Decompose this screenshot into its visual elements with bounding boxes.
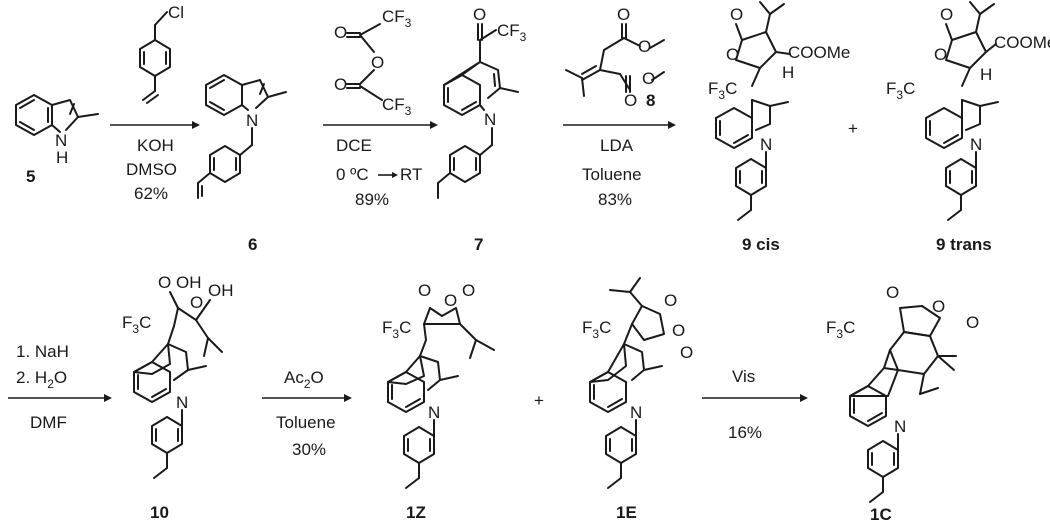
step4-reagent1: 1. NaH <box>16 342 69 361</box>
compound-1c-structure: O O O F3C N <box>826 283 979 503</box>
o-atom: O <box>444 291 457 310</box>
compound-10-label: 10 <box>150 503 169 522</box>
o-atom: O <box>158 273 171 292</box>
o-atom: O <box>371 53 384 72</box>
n-atom: N <box>630 403 642 422</box>
step5-yield: 30% <box>292 440 326 459</box>
step3-yield: 83% <box>598 190 632 209</box>
plus-sign: + <box>848 119 858 138</box>
o-atom: O <box>334 75 347 94</box>
o-atom: O <box>934 45 947 64</box>
n-atom: N <box>970 135 982 154</box>
o-atom: O <box>473 5 486 24</box>
compound-7-structure: O CF3 N <box>437 5 527 199</box>
compound-1z-structure: O O O F3C N <box>382 281 495 489</box>
step5-solvent: Toluene <box>276 413 336 432</box>
o-atom: O <box>940 5 953 24</box>
compound-8-label: 8 <box>646 91 655 110</box>
o-atom: O <box>932 297 945 316</box>
compound-9trans-structure: O O COOMe H F3C N <box>886 1 1050 221</box>
step2-temp-start: 0 ºC <box>336 165 369 184</box>
oh-group: OH <box>208 281 234 300</box>
cf3-group: CF3 <box>382 95 412 118</box>
o-atom: O <box>334 23 347 42</box>
step4-solvent: DMF <box>30 413 67 432</box>
o-atom: O <box>672 321 685 340</box>
o-atom: O <box>664 291 677 310</box>
compound-9cis-label: 9 cis <box>742 235 780 254</box>
h-atom: H <box>56 148 68 167</box>
step2-solvent: DCE <box>336 136 372 155</box>
o-atom: O <box>680 343 693 362</box>
step5-reagent: Ac2O <box>284 368 324 391</box>
reagent-8-structure: O O O O <box>565 5 665 110</box>
o-atom: O <box>624 91 637 110</box>
coome-group: COOMe <box>788 43 850 62</box>
o-atom: O <box>730 5 743 24</box>
n-atom: N <box>894 417 906 436</box>
n-atom: N <box>246 111 258 130</box>
compound-6-label: 6 <box>248 235 257 254</box>
compound-10-structure: O OH OH O F3C N <box>122 273 234 479</box>
o-atom: O <box>190 293 203 312</box>
reagent-vinylbenzyl-chloride: Cl <box>139 3 184 104</box>
n-atom: N <box>176 393 188 412</box>
compound-1z-label: 1Z <box>406 503 426 522</box>
f3c-group: F3C <box>826 318 855 341</box>
n-atom: N <box>484 110 496 129</box>
compound-9cis-structure: O O COOMe H F3C N <box>708 1 850 221</box>
compound-5-structure: N H <box>15 94 99 167</box>
compound-1c-label: 1C <box>870 505 892 524</box>
step1-solvent: DMSO <box>126 160 177 179</box>
f3c-group: F3C <box>122 313 151 336</box>
f3c-group: F3C <box>886 79 915 102</box>
compound-6-structure: N <box>197 74 287 199</box>
compound-7-label: 7 <box>474 235 483 254</box>
o-atom: O <box>617 5 630 24</box>
compound-1e-structure: O O O F3C N <box>582 277 693 489</box>
step6-yield: 16% <box>728 423 762 442</box>
o-atom: O <box>418 281 431 300</box>
n-atom: N <box>760 135 772 154</box>
step3-solvent: Toluene <box>582 165 642 184</box>
f3c-group: F3C <box>708 79 737 102</box>
oh-group: OH <box>176 273 202 292</box>
o-atom: O <box>726 45 739 64</box>
reagent-tfaa: O CF3 O O CF3 <box>334 7 412 118</box>
step2-temp-end: RT <box>400 165 422 184</box>
cl-atom: Cl <box>168 3 184 22</box>
o-atom: O <box>642 69 655 88</box>
step1-yield: 62% <box>134 184 168 203</box>
o-atom: O <box>886 283 899 302</box>
f3c-group: F3C <box>582 318 611 341</box>
step3-base: LDA <box>600 136 634 155</box>
plus-sign: + <box>534 391 544 410</box>
cf3-group: CF3 <box>497 21 527 44</box>
step2-yield: 89% <box>355 190 389 209</box>
f3c-group: F3C <box>382 318 411 341</box>
o-atom: O <box>462 281 475 300</box>
n-atom: N <box>55 131 67 150</box>
compound-9trans-label: 9 trans <box>936 235 992 254</box>
step4-reagent2: 2. H2O <box>16 368 67 391</box>
n-atom: N <box>428 403 440 422</box>
step6-condition: Vis <box>732 367 755 386</box>
h-atom: H <box>782 63 794 82</box>
o-atom: O <box>638 37 651 56</box>
compound-1e-label: 1E <box>616 503 637 522</box>
step1-base: KOH <box>137 136 174 155</box>
cf3-group: CF3 <box>382 7 412 30</box>
h-atom: H <box>980 65 992 84</box>
o-atom: O <box>966 313 979 332</box>
compound-5-label: 5 <box>26 167 35 186</box>
coome-group: COOMe <box>994 33 1050 52</box>
